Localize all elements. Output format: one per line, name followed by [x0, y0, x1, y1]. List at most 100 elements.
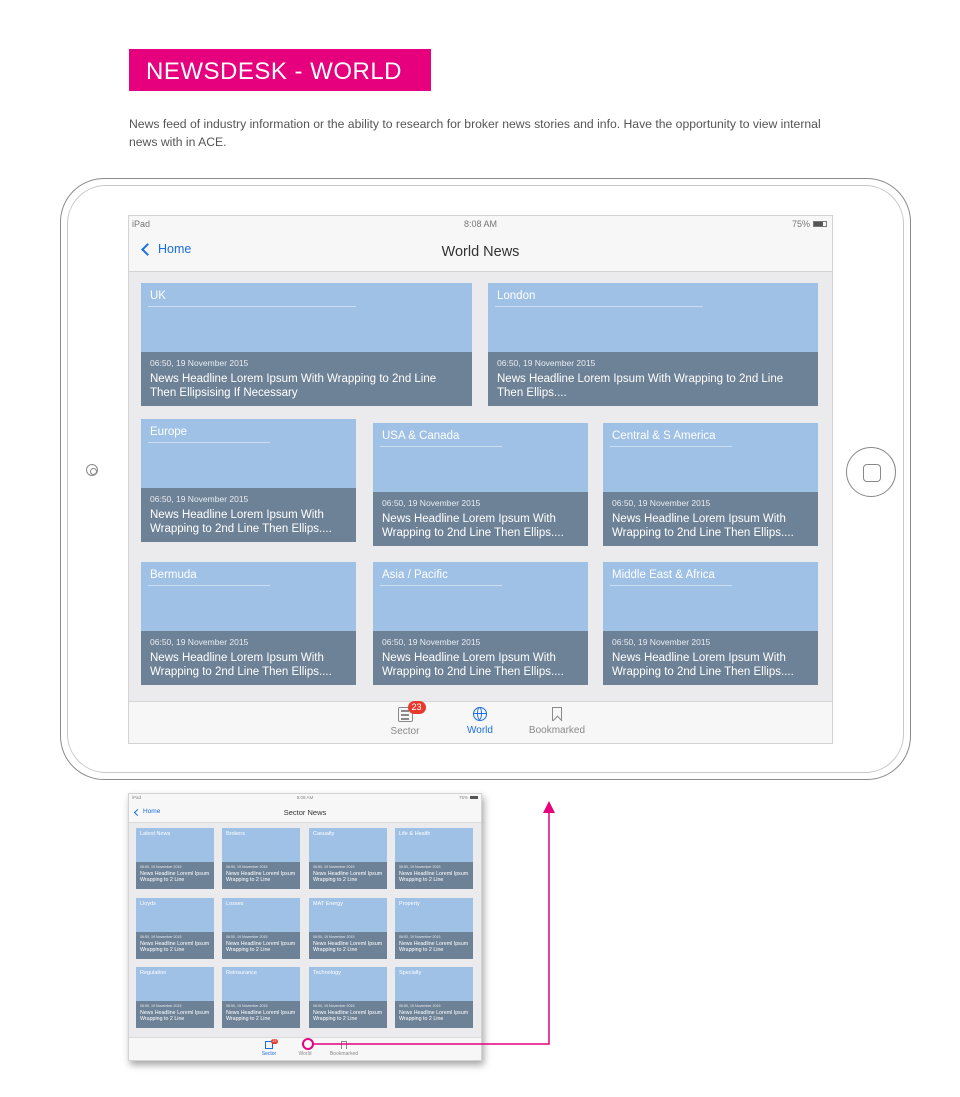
page-description: News feed of industry information or the…: [129, 117, 821, 149]
card-label: Europe: [150, 426, 188, 438]
home-button[interactable]: [846, 447, 896, 497]
card-label: Asia / Pacific: [382, 569, 448, 581]
tab-bookmarked-label: Bookmarked: [528, 725, 586, 736]
thumb-card-date: 06:50, 19 November 2015: [226, 865, 268, 869]
tab-bookmarked[interactable]: Bookmarked: [527, 707, 587, 736]
ipad-bezel: [67, 185, 904, 773]
thumb-card-headline: News Headline Loreml Ipsum Wrapping to 2…: [140, 871, 210, 884]
tab-sector[interactable]: 23 Sector: [390, 701, 426, 737]
status-carrier: iPad: [132, 219, 151, 229]
news-card-central-s-america[interactable]: Central & S America 06:50, 19 November 2…: [603, 423, 818, 546]
status-battery: 75%: [792, 219, 827, 229]
thumb-tab-world[interactable]: World: [297, 1041, 313, 1057]
thumb-card-label: Regulation: [140, 970, 167, 976]
world-news-screen: iPad 8:08 AM 75% Home World News UK 06:5…: [128, 215, 833, 744]
news-card-london[interactable]: London 06:50, 19 November 2015 News Head…: [488, 283, 818, 406]
thumb-card-label: Casualty: [313, 831, 335, 837]
tab-world[interactable]: World: [465, 707, 495, 736]
thumb-back-button[interactable]: Home: [133, 808, 161, 816]
card-headline: News Headline Lorem Ipsum With Wrapping …: [497, 373, 784, 399]
card-label: UK: [150, 290, 166, 302]
thumb-tab-sector[interactable]: 23 Sector: [259, 1039, 279, 1057]
thumb-card-date: 06:50, 19 November 2015: [226, 1004, 268, 1008]
card-label: London: [497, 290, 536, 302]
thumb-sector-badge: 23: [271, 1039, 278, 1044]
list-icon: 23: [265, 1039, 278, 1049]
news-card-uk[interactable]: UK 06:50, 19 November 2015 News Headline…: [141, 283, 472, 406]
nav-title: World News: [441, 244, 520, 260]
back-label: Home: [158, 242, 192, 256]
back-button[interactable]: Home: [141, 242, 192, 256]
camera-icon: [86, 464, 98, 476]
nav-bar: Home World News: [129, 232, 832, 272]
card-label: Bermuda: [150, 569, 197, 581]
card-headline: News Headline Lorem Ipsum With Wrapping …: [150, 652, 332, 678]
thumb-card-headline: News Headline Loreml Ipsum Wrapping to 2…: [226, 1010, 296, 1023]
thumb-battery-percent: 75%: [458, 795, 468, 800]
card-date: 06:50, 19 November 2015: [150, 358, 249, 368]
thumb-card-headline: News Headline Loreml Ipsum Wrapping to 2…: [399, 941, 469, 954]
thumb-tab-bookmarked-label: Bookmarked: [329, 1051, 359, 1057]
sector-badge: 23: [407, 701, 426, 714]
status-bar: iPad 8:08 AM 75%: [129, 216, 832, 232]
page-banner: NEWSDESK - WORLD: [129, 49, 431, 91]
card-date: 06:50, 19 November 2015: [150, 494, 249, 504]
card-date: 06:50, 19 November 2015: [150, 637, 249, 647]
card-date: 06:50, 19 November 2015: [612, 498, 711, 508]
thumb-tab-bar: 23 Sector World Bookmarked: [129, 1037, 481, 1060]
news-card-europe[interactable]: Europe 06:50, 19 November 2015 News Head…: [141, 419, 356, 542]
thumb-tab-sector-label: Sector: [261, 1051, 277, 1057]
thumb-card-headline: News Headline Loreml Ipsum Wrapping to 2…: [399, 871, 469, 884]
thumb-card-label: Reinsurance: [226, 970, 257, 976]
card-date: 06:50, 19 November 2015: [497, 358, 596, 368]
thumb-card-date: 06:50, 19 November 2015: [226, 935, 268, 939]
thumb-card-label: Losses: [226, 901, 244, 907]
thumb-status-bar: iPad 8:08 AM 75%: [129, 794, 481, 802]
thumb-card-date: 06:50, 19 November 2015: [140, 935, 182, 939]
card-headline: News Headline Lorem Ipsum With Wrapping …: [382, 652, 564, 678]
thumb-card-label: Technology: [313, 970, 341, 976]
thumb-card-headline: News Headline Loreml Ipsum Wrapping to 2…: [313, 1010, 383, 1023]
thumb-back-label: Home: [143, 808, 161, 815]
list-icon: 23: [397, 701, 426, 722]
battery-icon: [813, 221, 827, 227]
thumb-card-label: Lloyds: [140, 901, 156, 907]
card-headline: News Headline Lorem Ipsum With Wrapping …: [382, 513, 564, 539]
news-card-usa-canada[interactable]: USA & Canada 06:50, 19 November 2015 New…: [373, 423, 588, 546]
thumb-status-carrier: iPad: [132, 795, 142, 800]
card-label: USA & Canada: [382, 430, 460, 442]
news-card-asia-pacific[interactable]: Asia / Pacific 06:50, 19 November 2015 N…: [373, 562, 588, 685]
thumb-card-date: 06:50, 19 November 2015: [313, 865, 355, 869]
news-card-middle-east-africa[interactable]: Middle East & Africa 06:50, 19 November …: [603, 562, 818, 685]
card-headline: News Headline Lorem Ipsum With Wrapping …: [150, 373, 437, 399]
thumb-card-label: MAT Energy: [313, 901, 344, 907]
globe-icon: [301, 1041, 309, 1049]
banner-title: NEWSDESK - WORLD: [146, 58, 403, 85]
thumb-card-date: 06:50, 19 November 2015: [140, 1004, 182, 1008]
card-date: 06:50, 19 November 2015: [612, 637, 711, 647]
thumb-nav-title: Sector News: [283, 808, 327, 817]
bookmark-icon: [341, 1041, 347, 1049]
tab-bar: 23 Sector World Bookmarked: [129, 701, 832, 743]
card-headline: News Headline Lorem Ipsum With Wrapping …: [612, 652, 794, 678]
thumb-card-label: Property: [399, 901, 420, 907]
thumb-card-date: 06:50, 19 November 2015: [399, 935, 441, 939]
thumb-card-headline: News Headline Loreml Ipsum Wrapping to 2…: [399, 1010, 469, 1023]
news-card-bermuda[interactable]: Bermuda 06:50, 19 November 2015 News Hea…: [141, 562, 356, 685]
card-date: 06:50, 19 November 2015: [382, 637, 481, 647]
card-headline: News Headline Lorem Ipsum With Wrapping …: [150, 509, 332, 535]
thumb-tab-bookmarked[interactable]: Bookmarked: [327, 1041, 361, 1057]
thumb-card-headline: News Headline Loreml Ipsum Wrapping to 2…: [313, 941, 383, 954]
